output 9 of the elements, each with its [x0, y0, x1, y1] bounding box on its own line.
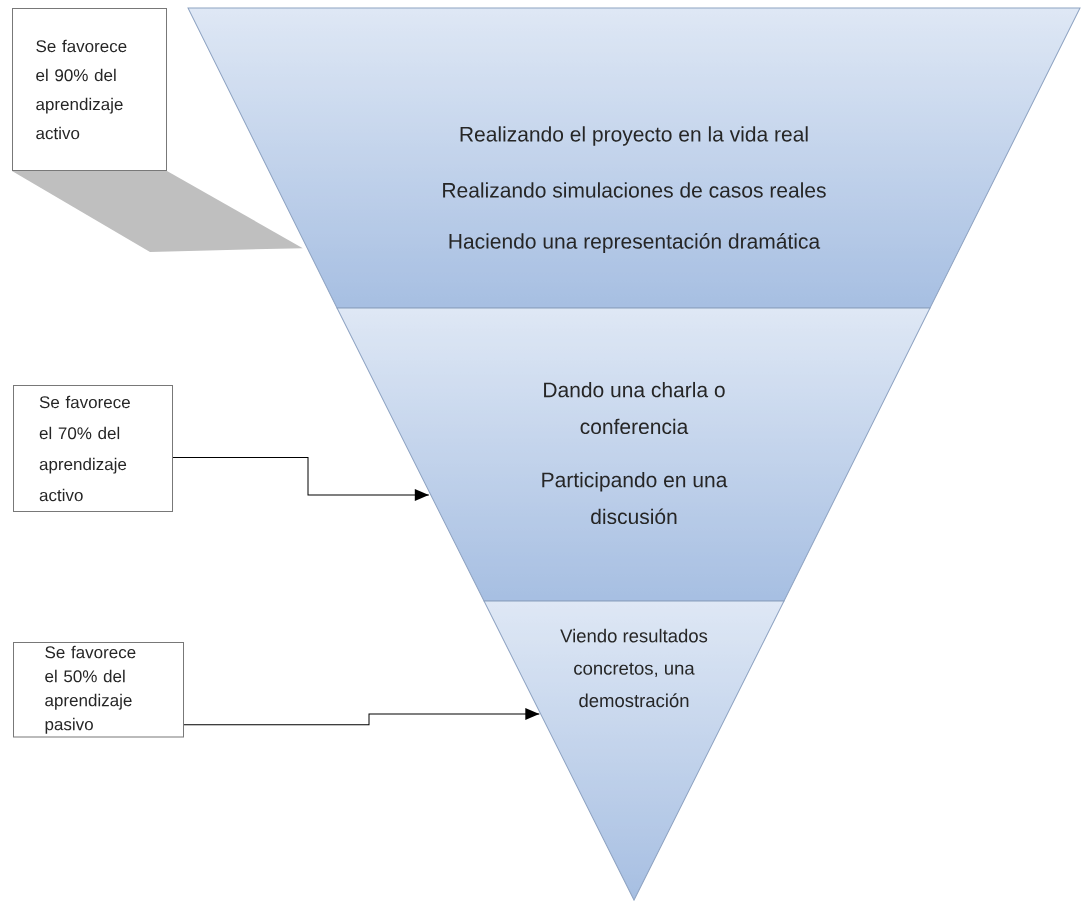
callout-box: Se favorece el 90% del aprendizaje activo [12, 8, 167, 171]
funnel-band: Viendo resultados concretos, una demostración [483, 600, 785, 901]
callout-box: Se favorece el 70% del aprendizaje activo [13, 385, 173, 512]
elbow-arrow [183, 708, 540, 726]
funnel-band: Realizando el proyecto en la vida real Realizando simulaciones de casos reales Haciendo una representación dramática [187, 7, 1081, 309]
elbow-arrow [172, 457, 430, 501]
funnel-band: Dando una charla o conferencia Participando en una discusión [336, 307, 931, 602]
callout-wedge [12, 171, 303, 252]
callout-box: Se favorece el 50% del aprendizaje pasivo [13, 642, 184, 738]
